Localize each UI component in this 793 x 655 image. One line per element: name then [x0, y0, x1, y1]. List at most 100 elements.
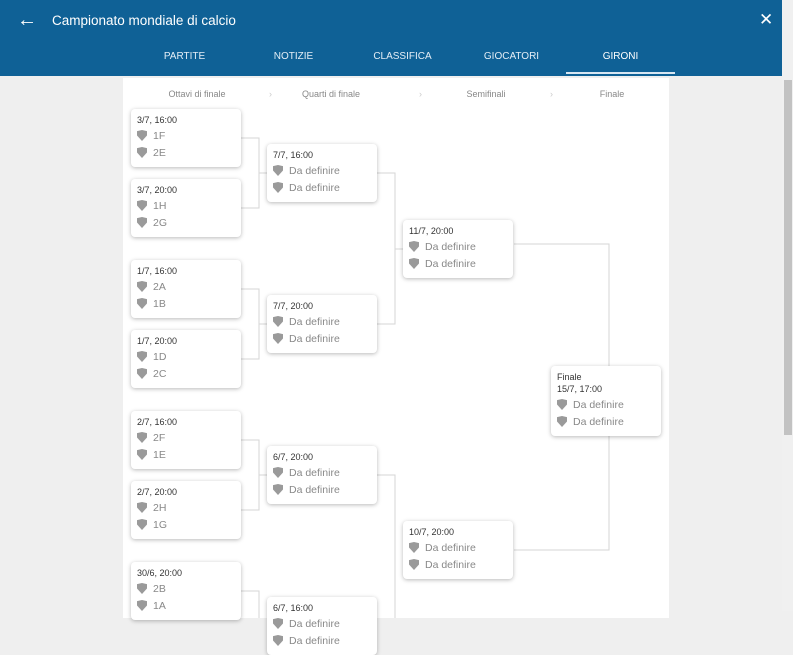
- match-card[interactable]: 1/7, 16:00 2A 1B: [131, 260, 241, 318]
- match-card[interactable]: 6/7, 16:00 Da definire Da definire: [267, 597, 377, 655]
- match-date: 15/7, 17:00: [557, 384, 603, 394]
- team-name: Da definire: [289, 617, 340, 630]
- match-card[interactable]: 2/7, 16:00 2F 1E: [131, 411, 241, 469]
- team-name: Da definire: [425, 541, 476, 554]
- match-card[interactable]: 10/7, 20:00 Da definire Da definire: [403, 521, 513, 579]
- shield-icon: [273, 484, 283, 495]
- team-row: Da definire: [273, 330, 371, 347]
- shield-icon: [137, 298, 147, 309]
- team-row: 2B: [137, 580, 235, 597]
- shield-icon: [273, 333, 283, 344]
- team-name: 2A: [153, 280, 166, 293]
- match-date: 6/7, 16:00: [273, 603, 314, 613]
- team-name: 2E: [153, 146, 166, 159]
- match-date: 6/7, 20:00: [273, 452, 314, 462]
- team-row: 1B: [137, 295, 235, 312]
- shield-icon: [137, 583, 147, 594]
- team-name: 2C: [153, 367, 167, 380]
- stage-semifinali[interactable]: Semifinali: [466, 89, 506, 99]
- shield-icon: [137, 449, 147, 460]
- team-name: Da definire: [289, 164, 340, 177]
- shield-icon: [557, 399, 567, 410]
- team-name: Da definire: [289, 181, 340, 194]
- team-name: 1D: [153, 350, 167, 363]
- team-name: 1E: [153, 448, 166, 461]
- team-name: 2G: [153, 216, 168, 229]
- team-name: Da definire: [425, 558, 476, 571]
- match-card[interactable]: 7/7, 20:00 Da definire Da definire: [267, 295, 377, 353]
- team-row: 2G: [137, 214, 235, 231]
- team-row: 2A: [137, 278, 235, 295]
- team-row: 1A: [137, 597, 235, 614]
- match-date: 7/7, 20:00: [273, 301, 314, 311]
- shield-icon: [273, 165, 283, 176]
- shield-icon: [137, 432, 147, 443]
- team-row: Da definire: [273, 615, 371, 632]
- team-name: Da definire: [289, 466, 340, 479]
- team-row: 1H: [137, 197, 235, 214]
- shield-icon: [273, 182, 283, 193]
- shield-icon: [137, 200, 147, 211]
- match-card[interactable]: 7/7, 16:00 Da definire Da definire: [267, 144, 377, 202]
- shield-icon: [409, 542, 419, 553]
- team-name: 2H: [153, 501, 167, 514]
- match-date: 3/7, 20:00: [137, 185, 178, 195]
- shield-icon: [137, 217, 147, 228]
- bracket-connectors: [241, 137, 610, 618]
- tab-classifica[interactable]: CLASSIFICA: [373, 51, 432, 62]
- stage-ottavi[interactable]: Ottavi di finale: [168, 89, 226, 99]
- match-date: 3/7, 16:00: [137, 115, 178, 125]
- team-row: 1G: [137, 516, 235, 533]
- shield-icon: [273, 316, 283, 327]
- team-name: Da definire: [573, 415, 624, 428]
- shield-icon: [137, 368, 147, 379]
- shield-icon: [137, 519, 147, 530]
- team-name: 1A: [153, 599, 166, 612]
- tab-notizie[interactable]: NOTIZIE: [273, 51, 314, 62]
- tab-partite[interactable]: PARTITE: [163, 51, 206, 62]
- team-row: Da definire: [409, 238, 507, 255]
- match-card[interactable]: 3/7, 20:00 1H 2G: [131, 179, 241, 237]
- match-date: 2/7, 16:00: [137, 417, 178, 427]
- tab-giocatori[interactable]: GIOCATORI: [483, 51, 540, 62]
- team-row: 2H: [137, 499, 235, 516]
- stage-finale[interactable]: Finale: [599, 89, 625, 99]
- team-row: Da definire: [409, 255, 507, 272]
- scrollbar-thumb[interactable]: [784, 80, 792, 435]
- team-row: Da definire: [557, 396, 655, 413]
- match-date: 1/7, 16:00: [137, 266, 178, 276]
- tab-gironi[interactable]: GIRONI: [566, 46, 675, 74]
- team-row: 2C: [137, 365, 235, 382]
- team-name: Da definire: [289, 634, 340, 647]
- close-icon[interactable]: ✕: [759, 10, 774, 29]
- team-name: Da definire: [573, 398, 624, 411]
- stage-quarti[interactable]: Quarti di finale: [301, 89, 361, 99]
- team-row: Da definire: [273, 313, 371, 330]
- shield-icon: [137, 351, 147, 362]
- team-name: 1B: [153, 297, 166, 310]
- team-name: 2B: [153, 582, 166, 595]
- match-date: 7/7, 16:00: [273, 150, 314, 160]
- team-row: Da definire: [273, 464, 371, 481]
- team-row: Da definire: [557, 413, 655, 430]
- team-row: Da definire: [409, 556, 507, 573]
- team-row: 1E: [137, 446, 235, 463]
- app-header: ← Campionato mondiale di calcio ✕ PARTIT…: [0, 0, 793, 76]
- team-name: Da definire: [425, 240, 476, 253]
- team-row: 2F: [137, 429, 235, 446]
- arrow-left-icon[interactable]: ←: [17, 9, 37, 31]
- team-name: Da definire: [289, 315, 340, 328]
- team-row: Da definire: [409, 539, 507, 556]
- tab-bar: PARTITE NOTIZIE CLASSIFICA GIOCATORI GIR…: [130, 46, 675, 74]
- shield-icon: [273, 618, 283, 629]
- team-name: 1G: [153, 518, 168, 531]
- shield-icon: [137, 130, 147, 141]
- match-date: 10/7, 20:00: [409, 527, 455, 537]
